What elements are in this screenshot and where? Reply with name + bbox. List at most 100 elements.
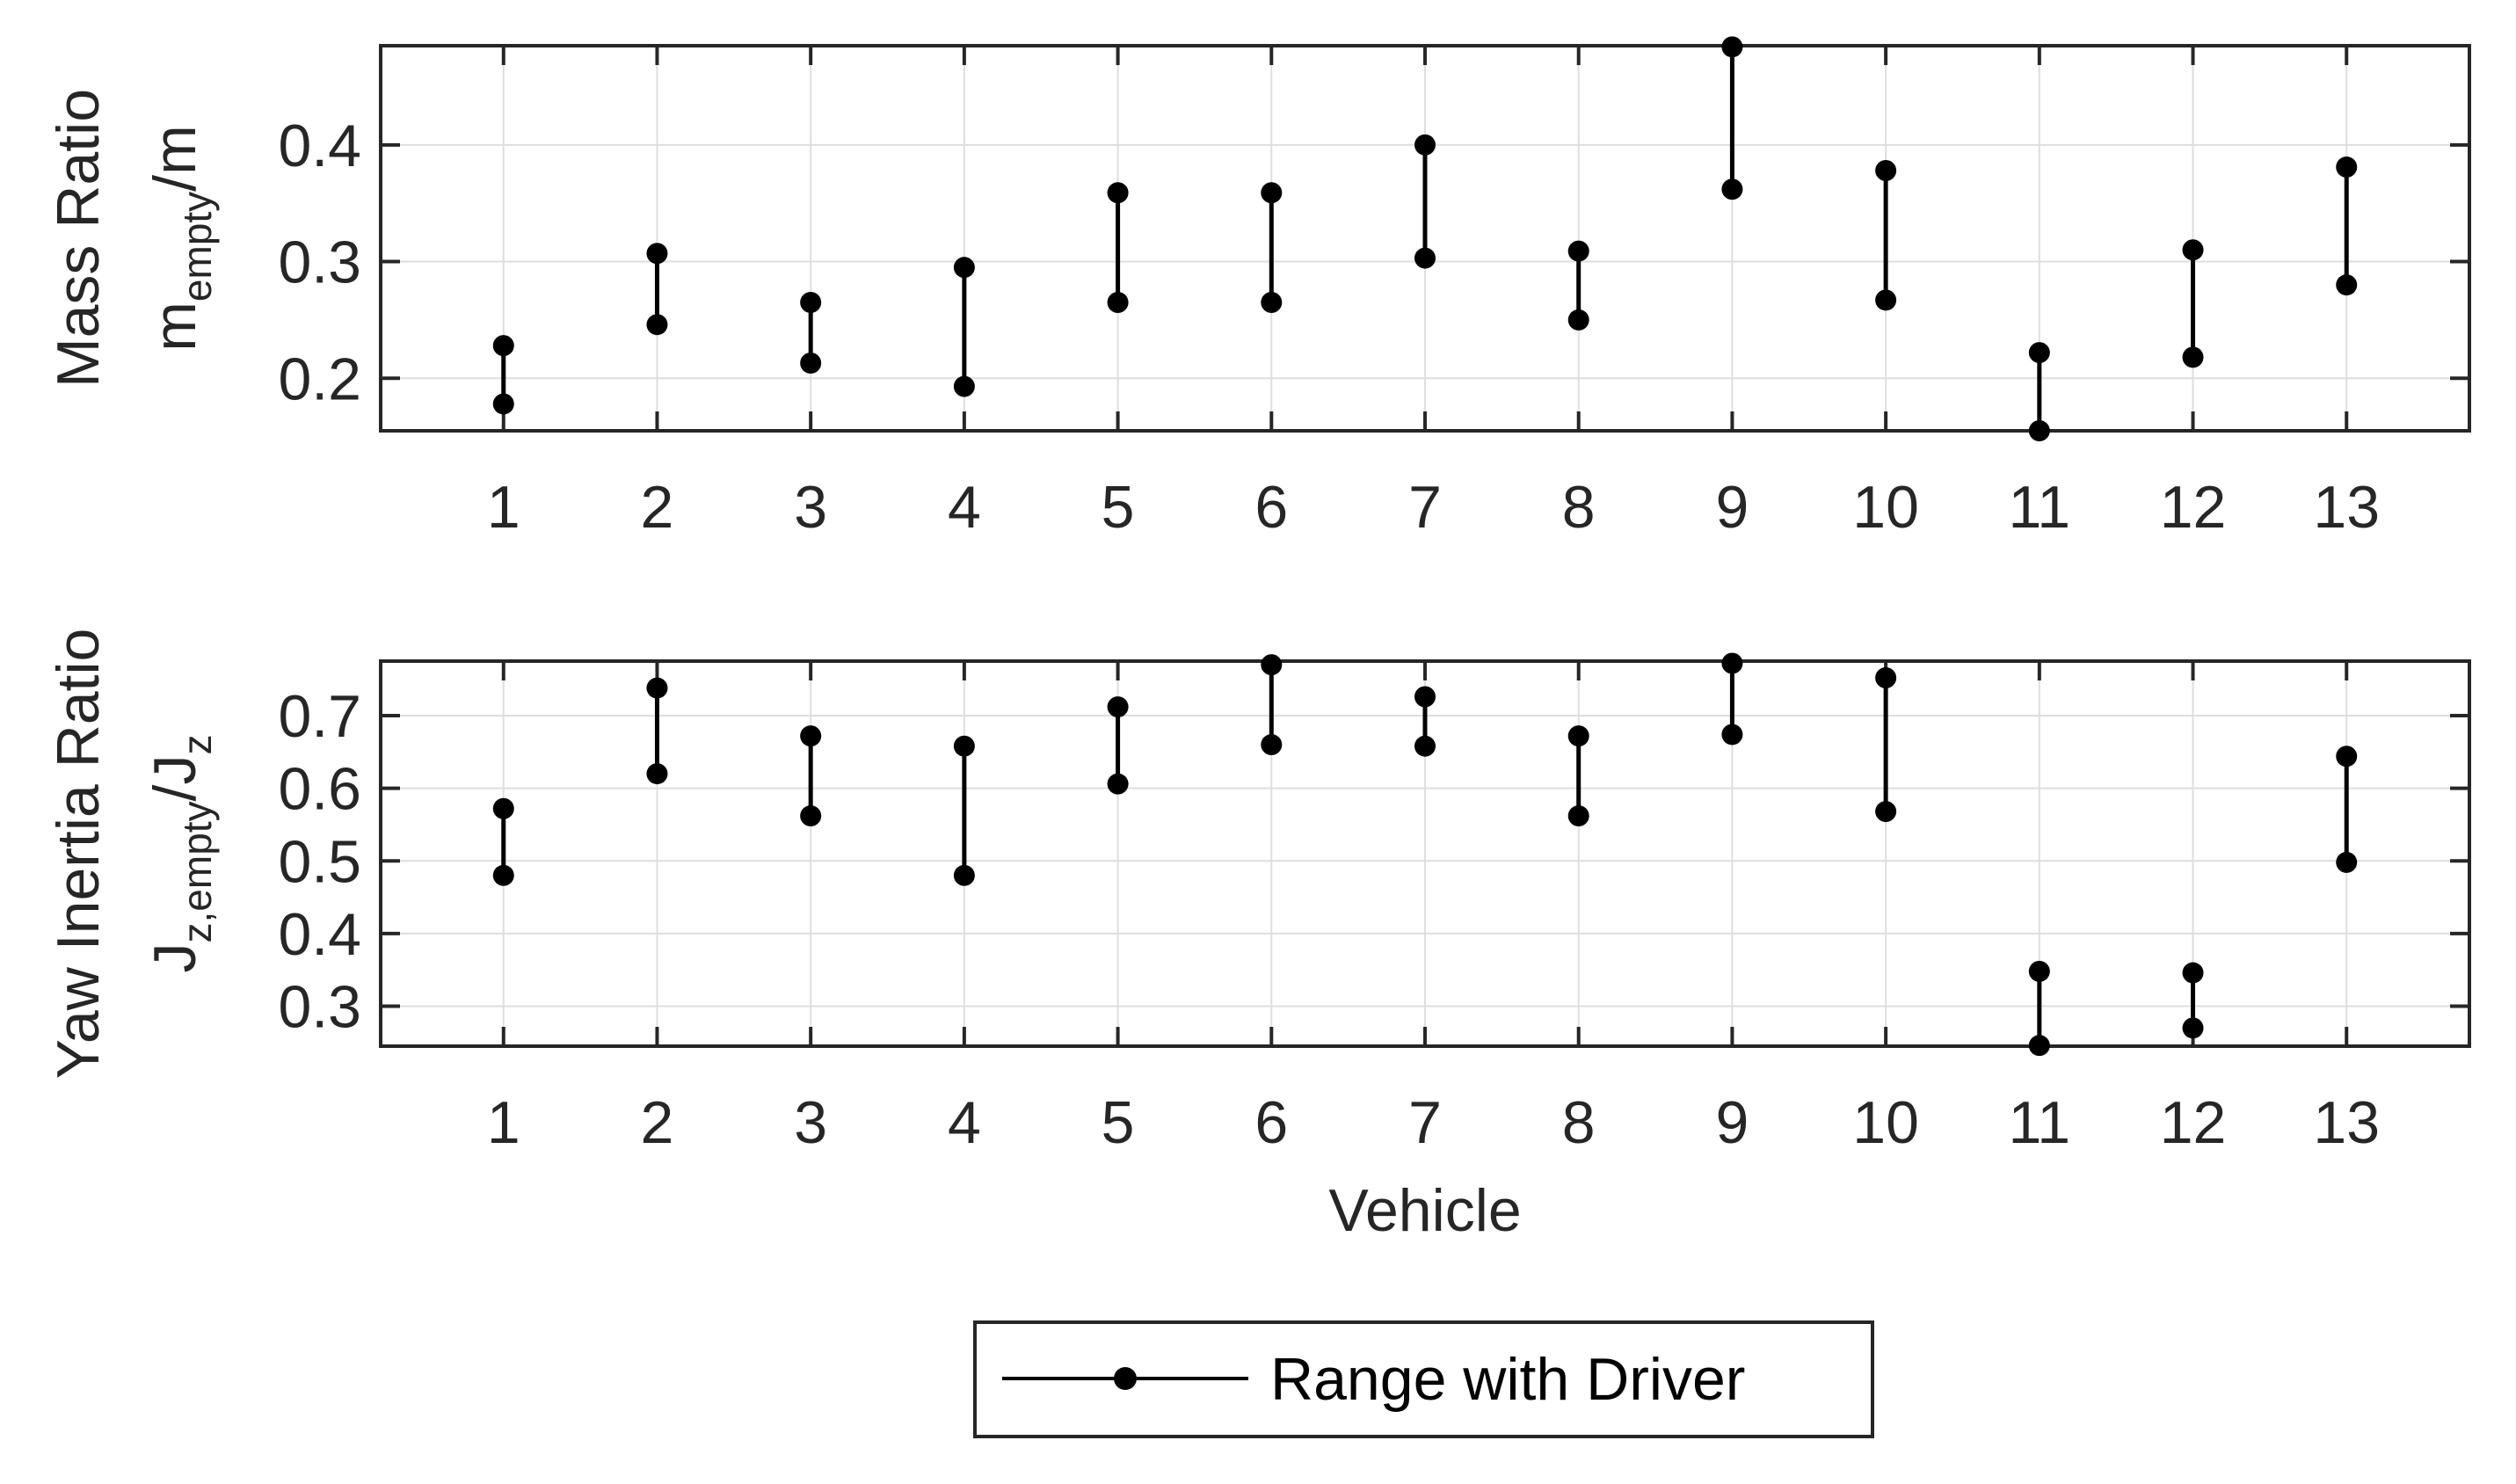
yaw-inertia-high-point bbox=[2182, 962, 2204, 984]
yaw-inertia-xtick-label: 5 bbox=[1102, 1089, 1135, 1156]
mass-ratio-marks bbox=[492, 36, 2358, 441]
yaw-inertia-xtick-label: 4 bbox=[948, 1089, 981, 1156]
yaw-inertia-ytick-label: 0.6 bbox=[278, 756, 361, 823]
mass-ratio-high-point bbox=[646, 243, 668, 265]
yaw-inertia-xtick-label: 3 bbox=[794, 1089, 827, 1156]
mass-ratio-ytick-label: 0.4 bbox=[278, 113, 361, 179]
mass-ratio-xtick-label: 10 bbox=[1852, 474, 1919, 541]
mass-ratio-xtick-label: 13 bbox=[2313, 474, 2380, 541]
yaw-inertia-xtick-label: 12 bbox=[2160, 1089, 2227, 1156]
legend-label: Range with Driver bbox=[1270, 1346, 1745, 1413]
yaw-inertia-low-point bbox=[1875, 801, 1897, 823]
mass-ratio-high-point bbox=[1875, 160, 1897, 182]
yaw-inertia-xtick-label: 11 bbox=[2009, 1089, 2071, 1156]
yaw-inertia-high-point bbox=[1261, 654, 1283, 676]
mass-ratio-low-point bbox=[2336, 274, 2358, 296]
yaw-inertia-xtick-label: 7 bbox=[1408, 1089, 1442, 1156]
mass-ratio-high-point bbox=[2336, 156, 2358, 178]
yaw-inertia-high-point bbox=[1107, 696, 1129, 718]
mass-ratio-low-point bbox=[646, 314, 668, 336]
yaw-inertia-high-point bbox=[2336, 746, 2358, 767]
yaw-inertia-low-point bbox=[1261, 734, 1283, 756]
mass-ratio-ytick-label: 0.2 bbox=[278, 346, 361, 412]
mass-ratio-high-point bbox=[953, 257, 975, 279]
mass-ratio-ylabel: Mass Ratio bbox=[45, 89, 112, 388]
yaw-inertia-xtick-label: 1 bbox=[487, 1089, 520, 1156]
mass-ratio-xtick-label: 12 bbox=[2160, 474, 2227, 541]
yaw-inertia-high-point bbox=[492, 797, 514, 819]
mass-ratio-high-point bbox=[1107, 182, 1129, 204]
yaw-inertia-low-point bbox=[646, 763, 668, 785]
yaw-inertia-ytick-label: 0.7 bbox=[278, 683, 361, 750]
mass-ratio-high-point bbox=[1414, 134, 1436, 156]
yaw-inertia-xtick-label: 10 bbox=[1852, 1089, 1919, 1156]
yaw-inertia-xtick-label: 2 bbox=[641, 1089, 674, 1156]
mass-ratio-low-point bbox=[1875, 289, 1897, 311]
mass-ratio-xtick-label: 7 bbox=[1408, 474, 1442, 541]
mass-ratio-low-point bbox=[2182, 346, 2204, 368]
mass-ratio-low-point bbox=[1414, 247, 1436, 269]
mass-ratio-xtick-label: 8 bbox=[1562, 474, 1596, 541]
yaw-inertia-high-point bbox=[1721, 652, 1743, 674]
yaw-inertia-xtick-label: 13 bbox=[2313, 1089, 2380, 1156]
yaw-inertia-high-point bbox=[1567, 725, 1589, 747]
yaw-inertia-low-point bbox=[800, 805, 822, 827]
mass-ratio-xtick-label: 4 bbox=[948, 474, 981, 541]
mass-ratio-high-point bbox=[1721, 36, 1743, 58]
mass-ratio-ylabel-formula: mempty/m bbox=[142, 125, 220, 351]
yaw-inertia-ylabel: Yaw Inertia Ratio bbox=[45, 629, 112, 1080]
yaw-inertia-low-point bbox=[1107, 773, 1129, 795]
yaw-inertia-low-point bbox=[1414, 735, 1436, 757]
mass-ratio-low-point bbox=[1567, 309, 1589, 331]
mass-ratio-high-point bbox=[800, 292, 822, 313]
yaw-inertia-ylabel-formula: Jz,empty/Jz bbox=[142, 735, 220, 973]
yaw-inertia-high-point bbox=[2028, 960, 2050, 982]
yaw-inertia-xtick-label: 9 bbox=[1715, 1089, 1749, 1156]
x-axis-label: Vehicle bbox=[1328, 1177, 1521, 1244]
mass-ratio-low-point bbox=[953, 375, 975, 397]
mass-ratio-high-point bbox=[2182, 239, 2204, 261]
yaw-inertia-low-point bbox=[2336, 851, 2358, 873]
yaw-inertia-high-point bbox=[953, 735, 975, 757]
mass-ratio-low-point bbox=[1721, 178, 1743, 200]
yaw-inertia-ytick-label: 0.5 bbox=[278, 828, 361, 895]
mass-ratio-xtick-label: 5 bbox=[1102, 474, 1135, 541]
yaw-inertia-ytick-label: 0.4 bbox=[278, 901, 361, 968]
yaw-inertia-high-point bbox=[800, 725, 822, 747]
yaw-inertia-marks bbox=[492, 652, 2358, 1057]
yaw-inertia-low-point bbox=[1567, 805, 1589, 827]
yaw-inertia-low-point bbox=[1721, 724, 1743, 746]
mass-ratio-low-point bbox=[1107, 292, 1129, 313]
mass-ratio-ytick-label: 0.3 bbox=[278, 229, 361, 296]
yaw-inertia-high-point bbox=[1875, 667, 1897, 689]
mass-ratio-xtick-label: 1 bbox=[487, 474, 520, 541]
mass-ratio-xtick-label: 11 bbox=[2009, 474, 2071, 541]
mass-ratio-high-point bbox=[1567, 240, 1589, 262]
mass-ratio-xtick-label: 3 bbox=[794, 474, 827, 541]
mass-ratio-low-point bbox=[2028, 420, 2050, 441]
yaw-inertia-low-point bbox=[492, 864, 514, 886]
mass-ratio-xtick-label: 9 bbox=[1715, 474, 1749, 541]
mass-ratio-high-point bbox=[492, 335, 514, 357]
mass-ratio-low-point bbox=[800, 353, 822, 375]
mass-ratio-high-point bbox=[2028, 342, 2050, 364]
mass-ratio-low-point bbox=[492, 393, 514, 415]
yaw-inertia-low-point bbox=[2182, 1017, 2204, 1039]
yaw-inertia-xtick-label: 6 bbox=[1254, 1089, 1288, 1156]
legend: Range with Driver bbox=[973, 1320, 1874, 1438]
yaw-inertia-low-point bbox=[953, 864, 975, 886]
yaw-inertia-high-point bbox=[1414, 686, 1436, 708]
mass-ratio-xtick-label: 6 bbox=[1254, 474, 1288, 541]
mass-ratio-low-point bbox=[1261, 292, 1283, 313]
yaw-inertia-high-point bbox=[646, 677, 668, 699]
mass-ratio-xtick-label: 2 bbox=[641, 474, 674, 541]
mass-ratio-high-point bbox=[1261, 182, 1283, 204]
yaw-inertia-low-point bbox=[2028, 1035, 2050, 1057]
yaw-inertia-ytick-label: 0.3 bbox=[278, 974, 361, 1041]
legend-marker bbox=[1114, 1367, 1137, 1390]
